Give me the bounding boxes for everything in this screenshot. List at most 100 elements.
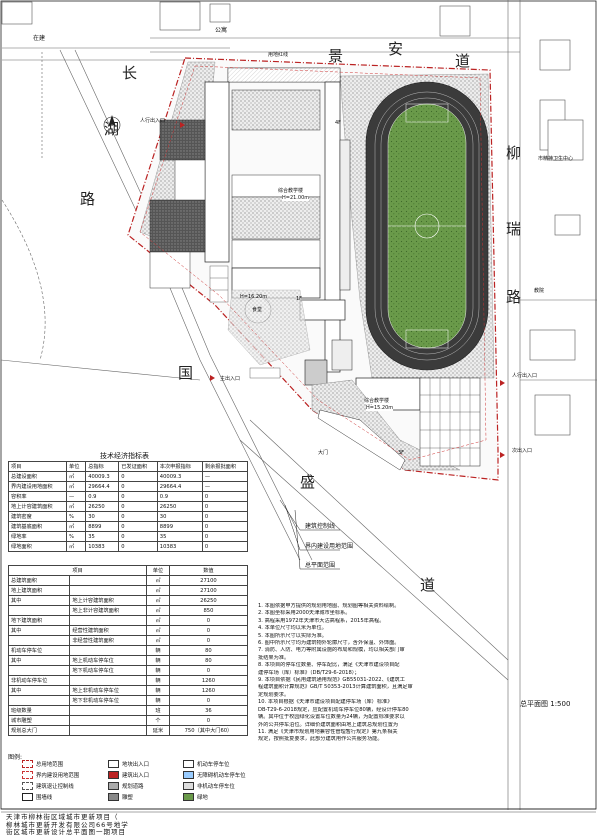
tech-table-2-cell: ㎡ <box>146 585 170 596</box>
callout-leaders <box>279 499 340 570</box>
control-line <box>139 65 487 461</box>
tech-table-2-cell: 750（其中大门60） <box>168 725 249 736</box>
title-row: 天津市柳林街区域城市更新项目（ <box>6 813 119 821</box>
legend-title: 图例: <box>8 754 23 761</box>
tech-table-2-cell: 规划总大门 <box>7 725 71 736</box>
label-h1: H=16.20m <box>240 294 268 300</box>
road-jingan-1: 景 <box>328 47 344 65</box>
tech-table-2-cell: 班级数量 <box>7 705 71 716</box>
tech-table-2-cell: 地上建筑面积 <box>7 585 71 596</box>
tech-table-1-cell: 0 <box>118 471 158 482</box>
legend-label: 非机动车停车位 <box>197 784 235 790</box>
label-entrance-car-east: 次出入口 <box>512 448 533 454</box>
legend-item: 地块出入口 <box>108 760 149 768</box>
note-line: 1. 本图依据甲方提供的规划用地图、规划图等相关资料绘制。 <box>258 603 400 609</box>
tech-table-2-cell: ㎡ <box>146 615 170 626</box>
tech-table-1-cell: — <box>201 471 249 482</box>
tech-table-2-cell: 80 <box>168 645 249 656</box>
legend-label: 机动车停车位 <box>197 762 230 768</box>
tech-table-1-header-cell: 项目 <box>7 461 68 472</box>
label-floor-4: 4F <box>335 120 342 126</box>
note-line: 9. 本项目依据《民用建筑通用规范》GB55031-2022、《建筑工 <box>258 677 405 684</box>
tech-table-1-cell: 0 <box>201 521 249 532</box>
tech-table-1-cell: 26250 <box>85 501 120 512</box>
tech-table-1-cell: — <box>201 481 249 492</box>
legend-item: 非机动车停车位 <box>183 782 235 790</box>
plan-title-text: 总平面图 <box>520 700 548 708</box>
road-jingan-2: 安 <box>388 40 404 58</box>
tech-table-2-cell: 26250 <box>168 595 249 606</box>
tech-table-1-cell: 0 <box>118 501 158 512</box>
legend-swatch <box>108 782 119 790</box>
tech-table-2-cell: 其中 <box>7 595 71 606</box>
callout-plan-range: 总平面范围 <box>305 562 336 569</box>
tech-table-1-cell: 容积率 <box>7 491 68 502</box>
tech-table-2-cell: 其中 <box>7 685 71 696</box>
tech-table-1-cell: 10383 <box>85 541 120 552</box>
tech-table-1-header-cell: 单位 <box>66 461 87 472</box>
tech-table-1-cell: 26250 <box>156 501 203 512</box>
tech-table-2-cell: 地下非机动车停车位 <box>69 695 148 706</box>
tech-table-2-cell: 地上非计容建筑面积 <box>69 605 148 616</box>
tech-table-2-cell: 0 <box>168 625 249 636</box>
legend-swatch <box>22 760 33 768</box>
road-liurui-1: 柳 <box>506 144 522 162</box>
teaching-building <box>149 67 353 386</box>
tech-table-2-cell <box>7 695 71 706</box>
note-line: 4. 本单位尺寸均以米为单位。 <box>258 625 327 632</box>
tech-table-1-cell: 0.9 <box>156 491 203 502</box>
legend-label: 雕塑 <box>122 795 133 801</box>
road-lines <box>0 0 597 810</box>
tech-table-2-cell: 1260 <box>168 685 249 696</box>
tech-table-1-cell: 0 <box>201 511 249 522</box>
note-line: 外的公共停车泊位。详细价建筑面积由地上建筑总规划位置为 <box>258 721 399 728</box>
legend-item: 雕塑 <box>108 793 133 801</box>
legend-swatch <box>22 771 33 779</box>
bike-sheds <box>209 265 281 379</box>
tech-table-1-cell: ㎡ <box>66 501 87 512</box>
tech-table-2-cell: 地上计容建筑面积 <box>69 595 148 606</box>
tech-table-1-cell: 35 <box>85 531 120 542</box>
note-line: 规定，按照批复要求，此部分建筑用作公共服务功能。 <box>258 736 383 743</box>
tech-table-2-cell <box>69 585 148 596</box>
legend-label: 地块出入口 <box>122 762 149 768</box>
note-line: 3. 高程采用1972年天津市大沽高程系，2015年高程。 <box>258 617 385 624</box>
legend-label: 建筑退让控制线 <box>36 784 74 790</box>
tech-table-1-header-cell: 本次申报指标 <box>156 461 203 472</box>
tech-table-1-cell: 建筑基底面积 <box>7 521 68 532</box>
legend-swatch <box>108 760 119 768</box>
tech-table-2-cell: 0 <box>168 635 249 646</box>
legend-item: 建筑出入口 <box>108 771 149 779</box>
tech-table-2-cell: 辆 <box>146 685 170 696</box>
note-line: 2. 本图坐标采用2000天津城市坐标系。 <box>258 610 351 617</box>
tech-table-2-cell: 0 <box>168 695 249 706</box>
tech-table-1-cell: 29664.4 <box>156 481 203 492</box>
tech-table-1-cell: 30 <box>156 511 203 522</box>
tech-table-2-cell: ㎡ <box>146 595 170 606</box>
canteen <box>227 289 311 366</box>
note-line: 定规划要求。 <box>258 691 290 698</box>
label-jiaoyuan: 教院 <box>534 288 545 294</box>
tech-table-1-cell: 40009.3 <box>85 471 120 482</box>
tech-table-1-cell: ㎡ <box>66 521 87 532</box>
tech-table-1-cell: 0 <box>201 501 249 512</box>
tech-table-1-header-cell: 总指标 <box>85 461 120 472</box>
tech-table-1-cell: 0 <box>201 531 249 542</box>
tech-table-2-cell: 0 <box>168 715 249 726</box>
label-entrance-people: 人行出入口 <box>140 118 166 124</box>
tech-table-2-header-cell: 数值 <box>168 565 249 576</box>
tech-table-2-cell: 地下建筑面积 <box>7 615 71 626</box>
tech-table-2-cell <box>69 725 148 736</box>
label-entrance-people-east: 人行出入口 <box>512 373 538 379</box>
tech-table-1-cell: % <box>66 511 87 522</box>
tech-table-1-cell: 0 <box>118 481 158 492</box>
